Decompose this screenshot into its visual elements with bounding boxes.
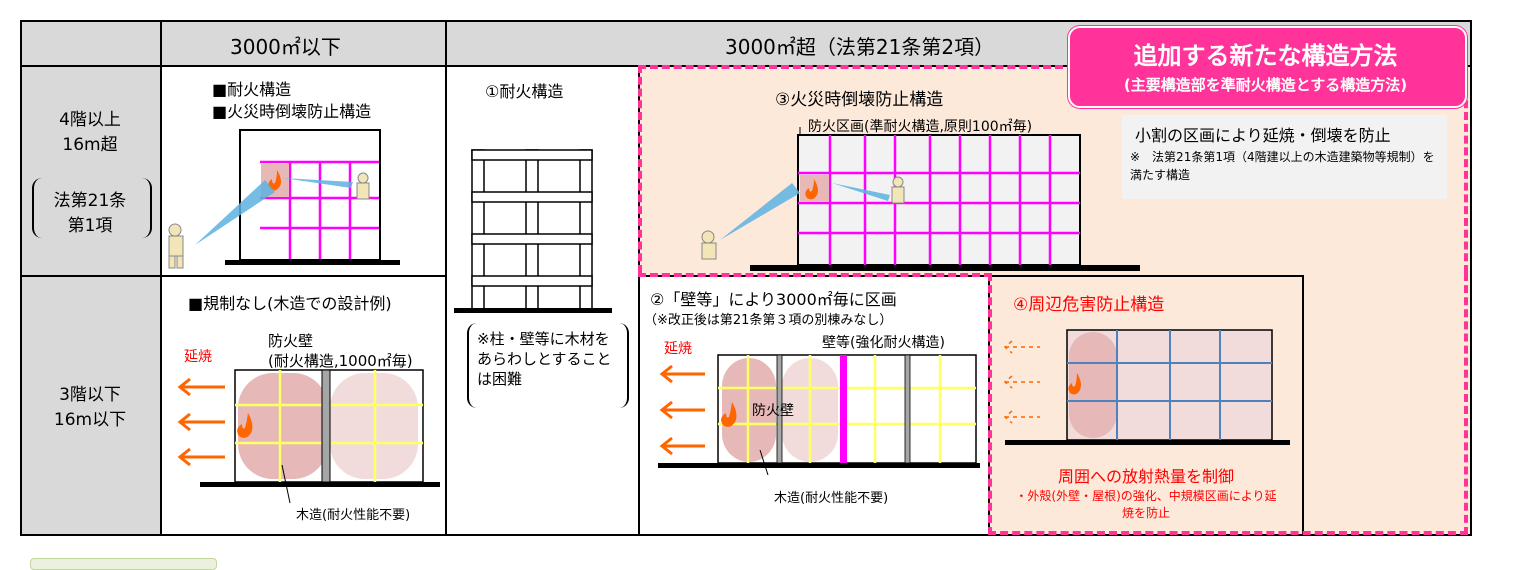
cell-f-building <box>1003 329 1290 445</box>
cell-d-note: ※ 法第21条第1項（4階建以上の木造建築物等規制）を満たす構造 <box>1130 150 1435 182</box>
row-header-column <box>20 65 160 535</box>
callout-title: 追加する新たな構造方法 <box>1133 42 1398 70</box>
row-lower-line2: 16m以下 <box>53 410 127 430</box>
row-lower-line1: 3階以下 <box>59 385 121 405</box>
cell-d-building <box>701 127 1140 271</box>
cell-b-wall-sub: (耐火構造,1000㎡毎) <box>268 352 413 370</box>
cell-e-title: ②「壁等」により3000㎡毎に区画 <box>650 290 897 309</box>
cell-f-desc: 周囲への放射熱量を制御 <box>1057 467 1234 486</box>
new-method-dashed-border-lower <box>988 273 1468 535</box>
cell-f-title: ④周辺危害防止構造 <box>1013 295 1165 315</box>
footer-highlight <box>30 558 217 570</box>
cell-a-bullet2: ■火災時倒壊防止構造 <box>212 102 372 121</box>
row-upper-line1: 4階以上 <box>59 110 121 130</box>
cell-e-wood-label: 木造(耐火性能不要) <box>774 491 889 506</box>
cell-a-bullet1: ■耐火構造 <box>212 80 292 99</box>
cell-b-wood-label: 木造(耐火性能不要) <box>296 508 411 523</box>
header-col-small: 3000㎡以下 <box>230 35 341 59</box>
cell-e-firewall-label: 防火壁 <box>752 403 794 419</box>
row-upper-law2: 第1項 <box>67 216 113 236</box>
cell-c-title: ①耐火構造 <box>485 82 564 101</box>
cell-b-building <box>177 369 440 504</box>
firefighter-icon <box>168 223 184 269</box>
new-method-dashed-step <box>638 273 992 277</box>
cell-d-title: ③火災時倒壊防止構造 <box>775 90 944 110</box>
new-method-callout <box>1068 26 1467 108</box>
cell-c-note-bracket <box>467 323 629 408</box>
cell-d-desc-box <box>1122 115 1447 199</box>
cell-d-desc: 小割の区画により延焼・倒壊を防止 <box>1135 126 1391 145</box>
cell-c-frame <box>454 149 612 313</box>
cell-e-subtitle: （※改正後は第21条第３項の別棟みなし） <box>644 313 893 328</box>
cell-e-wall-label: 壁等(強化耐火構造) <box>822 335 945 351</box>
cell-e-enshou: 延焼 <box>664 341 692 357</box>
law-bracket <box>32 178 152 238</box>
new-method-dashed-border <box>638 65 1468 273</box>
row-upper-line2: 16m超 <box>62 135 118 155</box>
firefighter-icon <box>701 230 717 260</box>
cell-a-building <box>168 129 400 269</box>
cell-d-zone-label: 防火区画(準耐火構造,原則100㎡毎) <box>808 119 1033 135</box>
cell-c-note: ※柱・壁等に木材をあらわしとすることは困難 <box>477 330 612 388</box>
callout-subtitle: (主要構造部を準耐火構造とする構造方法) <box>1123 76 1408 94</box>
cell-b-title: ■規制なし(木造での設計例) <box>188 294 392 313</box>
row-upper-law1: 法第21条 <box>53 191 127 211</box>
header-col-large: 3000㎡超（法第21条第2項） <box>725 35 995 59</box>
cell-e-building <box>658 354 980 475</box>
cell-f-sub: ・外殻(外壁・屋根)の強化、中規模区画により延焼を防止 <box>1015 489 1277 520</box>
cell-b-enshou: 延焼 <box>184 349 212 365</box>
cell-b-wall-label: 防火壁 <box>268 332 314 350</box>
